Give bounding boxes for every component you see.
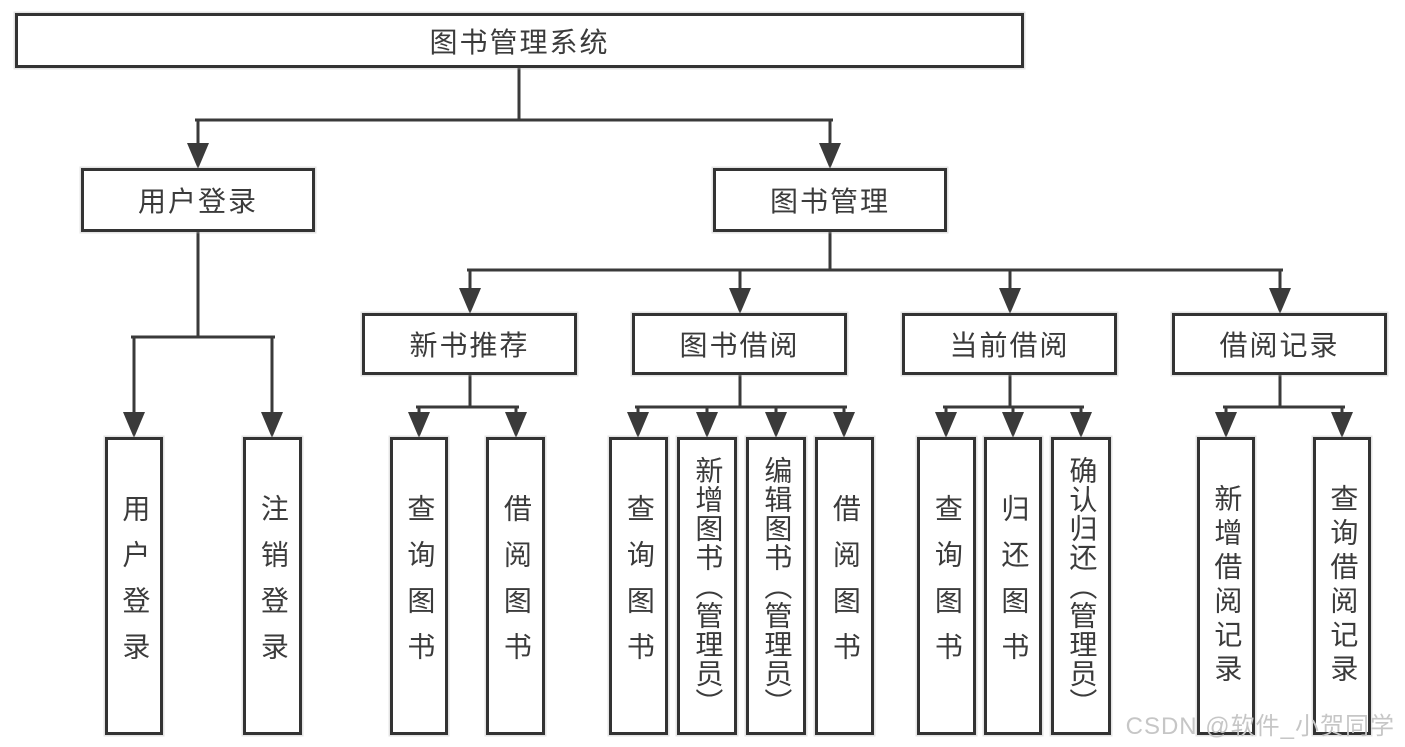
arrowhead (123, 412, 145, 438)
node-label-leaf-search-books-3: 查询图书 (931, 494, 963, 678)
node-label-root: 图书管理系统 (429, 26, 610, 58)
node-root: 图书管理系统 (15, 13, 1024, 68)
node-label-leaf-confirm-return-admin: 确认归还（管理员） (1066, 455, 1098, 717)
node-leaf-search-books-3: 查询图书 (917, 437, 976, 735)
node-borrowing-records: 借阅记录 (1172, 313, 1387, 375)
node-leaf-borrow-books-2: 借阅图书 (815, 437, 874, 735)
node-label-user-login: 用户登录 (137, 186, 258, 217)
node-leaf-return-books: 归还图书 (984, 437, 1042, 735)
node-label-new-book-recommend: 新书推荐 (409, 330, 530, 361)
node-label-leaf-user-login: 用户登录 (119, 494, 151, 678)
node-new-book-recommend: 新书推荐 (362, 313, 577, 375)
arrowhead (627, 412, 649, 438)
node-label-book-borrowing: 图书借阅 (679, 330, 800, 361)
arrowhead (1331, 412, 1353, 438)
arrowhead (505, 412, 527, 438)
arrowhead (819, 143, 841, 169)
node-book-borrowing: 图书借阅 (632, 313, 847, 375)
node-leaf-edit-book-admin: 编辑图书（管理员） (746, 437, 806, 735)
node-label-leaf-search-borrow-record: 查询借阅记录 (1327, 484, 1359, 688)
arrowhead (833, 412, 855, 438)
node-leaf-search-borrow-record: 查询借阅记录 (1313, 437, 1371, 735)
arrowhead (935, 412, 957, 438)
node-leaf-search-books-2: 查询图书 (609, 437, 668, 735)
node-leaf-confirm-return-admin: 确认归还（管理员） (1051, 437, 1111, 735)
node-label-current-borrowing: 当前借阅 (949, 330, 1070, 361)
arrowhead (765, 412, 787, 438)
node-label-leaf-borrow-books-2: 借阅图书 (829, 494, 861, 678)
node-label-leaf-search-books-1: 查询图书 (404, 494, 436, 678)
node-label-leaf-search-books-2: 查询图书 (623, 494, 655, 678)
node-leaf-add-borrow-record: 新增借阅记录 (1197, 437, 1255, 735)
node-leaf-borrow-books-1: 借阅图书 (486, 437, 545, 735)
node-leaf-add-book-admin: 新增图书（管理员） (677, 437, 737, 735)
node-label-leaf-edit-book-admin: 编辑图书（管理员） (761, 455, 793, 717)
arrowhead (696, 412, 718, 438)
node-label-leaf-return-books: 归还图书 (998, 494, 1030, 678)
node-label-book-management: 图书管理 (769, 186, 890, 217)
node-leaf-logout: 注销登录 (243, 437, 302, 735)
arrowhead (187, 143, 209, 169)
arrowhead (1269, 288, 1291, 314)
node-label-leaf-add-book-admin: 新增图书（管理员） (692, 455, 724, 717)
node-book-management: 图书管理 (713, 168, 947, 232)
arrowhead (999, 288, 1021, 314)
node-label-leaf-add-borrow-record: 新增借阅记录 (1211, 484, 1243, 688)
node-label-borrowing-records: 借阅记录 (1219, 330, 1340, 361)
watermark-text: CSDN @软件_小贺同学 (1125, 713, 1395, 740)
node-label-leaf-logout: 注销登录 (257, 494, 289, 678)
arrowhead (261, 412, 283, 438)
node-label-leaf-borrow-books-1: 借阅图书 (500, 494, 532, 678)
arrowhead (729, 288, 751, 314)
arrowhead (1215, 412, 1237, 438)
arrowhead (408, 412, 430, 438)
node-leaf-search-books-1: 查询图书 (390, 437, 448, 735)
arrowhead (459, 288, 481, 314)
node-user-login: 用户登录 (81, 168, 315, 232)
node-leaf-user-login: 用户登录 (105, 437, 163, 735)
arrowhead (1070, 412, 1092, 438)
arrowhead (1002, 412, 1024, 438)
node-current-borrowing: 当前借阅 (902, 313, 1117, 375)
